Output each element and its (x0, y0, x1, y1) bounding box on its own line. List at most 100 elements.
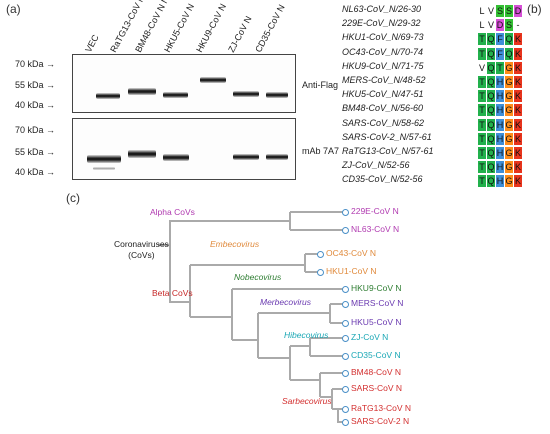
tree-node-icon (342, 209, 349, 216)
alignment-row-name: NL63-CoV_N/26-30 (342, 4, 422, 14)
alignment-residue: L (478, 5, 486, 17)
alignment-residue: Q (487, 33, 495, 46)
tree-node-icon (317, 269, 324, 276)
alignment-row-name: CD35-CoV_N/52-56 (342, 174, 423, 185)
band (93, 167, 115, 170)
root-line1: Coronaviruses (114, 239, 169, 249)
alignment-residue: F (496, 47, 504, 60)
alignment-residue: G (505, 90, 513, 103)
alignment-residue: H (496, 118, 504, 131)
alignment-residue: V (487, 19, 495, 32)
genus-sarbecovirus: Sarbecovirus (282, 396, 332, 406)
alignment-row-name: HKU9-CoV_N/71-75 (342, 60, 424, 71)
alignment-residue: K (514, 132, 522, 145)
band (128, 88, 156, 95)
tree-node-icon (342, 301, 349, 308)
tree-node-icon (342, 335, 349, 342)
alignment-residue: T (478, 161, 486, 174)
alignment-residue: Q (487, 147, 495, 159)
band (266, 154, 288, 160)
alignment-residue: T (478, 147, 486, 159)
tree-leaf-label: BM48-CoV N (351, 367, 402, 377)
marker-70-top: 70 kDa → (15, 59, 56, 69)
alignment-row-name: MERS-CoV_N/48-52 (342, 75, 426, 85)
alignment-residue: G (505, 175, 513, 188)
tree-leaf-label: HKU1-CoV N (326, 266, 377, 276)
genus-embecovirus: Embecovirus (210, 239, 260, 249)
panel-label-a: (a) (6, 2, 21, 16)
antibody-mab-7a7: mAb 7A7 (302, 146, 340, 156)
tree-root-label: Coronaviruses (CoVs) (114, 239, 169, 261)
alignment-row-name: RaTG13-CoV_N/57-61 (342, 146, 434, 156)
alignment-row-name: 229E-CoV_N/29-32 (342, 18, 421, 29)
band (200, 77, 226, 83)
genus-merbecovirus: Merbecovirus (260, 297, 312, 307)
alignment-residue: H (496, 132, 504, 145)
alignment-row-name: SARS-CoV-2_N/57-61 (342, 131, 432, 142)
tree-leaf-label: NL63-CoV N (351, 224, 400, 234)
alignment-residue: Q (487, 47, 495, 60)
blot-anti-flag (72, 54, 296, 113)
alignment-residue: H (496, 90, 504, 103)
alignment-residue: T (478, 132, 486, 145)
alignment-residue: S (505, 5, 513, 17)
alignment-row-name: BM48-CoV_N/56-60 (342, 103, 424, 114)
alignment-residue: Q (487, 104, 495, 117)
tree-node-icon (342, 353, 349, 360)
band (87, 155, 121, 163)
alignment-residue: S (496, 5, 504, 17)
genus-nobecovirus: Nobecovirus (234, 272, 282, 282)
alignment-residue: H (496, 104, 504, 117)
marker-70-bottom: 70 kDa → (15, 125, 56, 135)
alignment-residue: K (514, 76, 522, 88)
alignment-residue: V (478, 61, 486, 74)
tree-node-icon (342, 286, 349, 293)
tree-leaf-label: OC43-CoV N (326, 248, 377, 258)
alignment-row-name: HKU5-CoV_N/47-51 (342, 89, 424, 100)
band (233, 154, 259, 160)
alignment-residue: V (487, 5, 495, 17)
tree-leaf-label: HKU9-CoV N (351, 283, 402, 293)
alignment-residue: K (514, 118, 522, 131)
alignment-residue: T (478, 175, 486, 188)
tree-leaf-label: ZJ-CoV N (351, 332, 389, 342)
tree-node-icon (342, 386, 349, 393)
tree-leaf-label: CD35-CoV N (351, 350, 401, 360)
tree-leaf-label: 229E-CoV N (351, 206, 399, 216)
tree-node-icon (342, 370, 349, 377)
root-line2: (CoVs) (128, 250, 155, 260)
alignment-residue: Q (487, 132, 495, 145)
alignment-residue: G (505, 161, 513, 174)
band (233, 91, 259, 97)
alignment-residue: Q (487, 61, 495, 74)
tree-leaf-label: RaTG13-CoV N (351, 403, 411, 413)
tree-leaf-label: SARS-CoV-2 N (351, 416, 410, 426)
panel-label-c: (c) (66, 191, 80, 205)
band (266, 92, 288, 98)
alignment-residue: K (514, 47, 522, 60)
alignment-residue: D (496, 19, 504, 32)
alignment-residue: Q (505, 33, 513, 46)
alignment-residue: F (496, 33, 504, 46)
alignment-residue: K (514, 33, 522, 46)
tree-node-icon (342, 227, 349, 234)
alignment-residue: T (478, 104, 486, 117)
alignment-residue: T (478, 118, 486, 131)
beta-covs-label: Beta CoVs (152, 288, 193, 298)
marker-55-top: 55 kDa → (15, 80, 56, 90)
alignment-residue: T (478, 90, 486, 103)
alignment-residue: G (505, 61, 513, 74)
alignment-row-name: OC43-CoV_N/70-74 (342, 46, 424, 57)
alignment-residue: T (478, 47, 486, 60)
band (163, 92, 188, 98)
tree-leaf-label: SARS-CoV N (351, 383, 403, 393)
alignment-residue: Q (487, 90, 495, 103)
marker-55-bottom: 55 kDa → (15, 147, 56, 157)
alignment-residue: G (505, 104, 513, 117)
alignment-row-name: ZJ-CoV_N/52-56 (342, 160, 410, 171)
alignment-residue: L (478, 19, 486, 32)
tree-node-icon (317, 251, 324, 258)
antibody-anti-flag: Anti-Flag (302, 80, 339, 90)
tree-node-icon (342, 419, 349, 426)
